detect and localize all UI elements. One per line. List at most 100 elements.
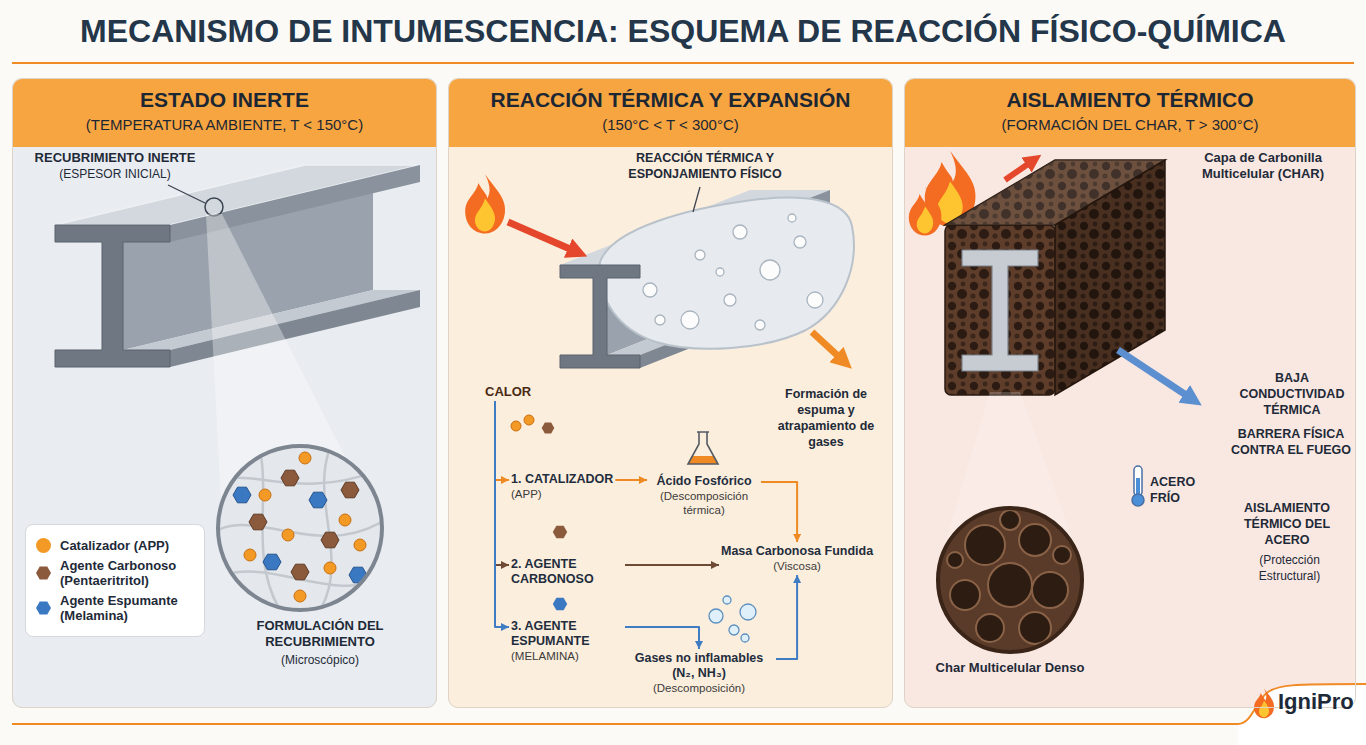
char-block: [1055, 160, 1165, 395]
legend-swatch: [36, 538, 51, 553]
micro-inset: [233, 487, 251, 503]
logo-flame: [1254, 689, 1274, 719]
label-slot: (Protección Estructural): [1232, 552, 1347, 584]
micro-inset: [354, 539, 366, 551]
logo-flame: [1254, 689, 1274, 719]
heat-flame: [465, 174, 505, 233]
heat-label: CALOR: [485, 384, 531, 399]
step-label: 1. CATALIZADOR(APP): [511, 472, 613, 501]
node-title: Ácido Fosfórico: [649, 474, 759, 489]
heat-flame: [465, 174, 838, 356]
char-inset: [1032, 572, 1068, 608]
property-note: (Protección Estructural): [1232, 552, 1347, 584]
flow-arrow: [495, 401, 509, 565]
label-slot: BARRERA FÍSICA CONTRA EL FUEGO: [1228, 426, 1354, 458]
label-slot: AISLAMIENTO TÉRMICO DEL ACERO: [1222, 500, 1352, 548]
panel-header: AISLAMIENTO TÉRMICO(FORMACIÓN DEL CHAR, …: [905, 79, 1355, 147]
legend-text: Agente Carbonoso (Pentaeritritol): [60, 558, 194, 588]
micro-inset: [218, 520, 385, 536]
foaming-beam: [643, 283, 657, 297]
char-block: [945, 225, 1055, 395]
label-slot: Capa de Carbonilla Multicelular (CHAR): [1178, 150, 1348, 182]
result-label: Masa Carbonosa Fundida(Viscosa): [721, 544, 873, 573]
foaming-beam: [655, 315, 665, 325]
node-note: (MELAMINA): [511, 649, 623, 663]
label-slot: BAJA CONDUCTIVIDAD TÉRMICA: [1232, 370, 1352, 418]
char-inset: [1019, 524, 1051, 556]
legend-text: Agente Espumante (Melamina): [60, 593, 194, 623]
micro-inset: [218, 446, 385, 610]
legend-swatch: [36, 601, 51, 616]
label-slot: RECUBRIMIENTO INERTE: [20, 150, 210, 166]
flow-arrow: [495, 401, 509, 627]
property-label: BARRERA FÍSICA CONTRA EL FUEGO: [1228, 426, 1354, 458]
steel-beam: [55, 225, 170, 367]
label-slot: ACERO FRÍO: [1150, 474, 1208, 506]
brand-logo: IgniPro: [1278, 689, 1362, 715]
node-title: 2. AGENTE CARBONOSO: [511, 557, 623, 587]
rule-line: [12, 62, 1354, 64]
flow-arrow: [776, 575, 797, 659]
gas-bubble: [709, 609, 723, 623]
temperature-label: ACERO FRÍO: [1150, 474, 1208, 506]
heat-flame: [812, 332, 838, 356]
micro-inset: [244, 452, 366, 602]
flow-arrow: [625, 564, 719, 566]
step-label: 2. AGENTE CARBONOSO: [511, 557, 623, 587]
panel-title: AISLAMIENTO TÉRMICO: [1007, 88, 1254, 112]
result-label: Ácido Fosfórico(Descomposición térmica): [649, 474, 759, 517]
legend-row: Catalizador (APP): [36, 538, 194, 553]
molecule-icon: [553, 526, 567, 538]
panel-ground: [12, 78, 437, 708]
steel-beam: [170, 290, 420, 367]
inset-label: Char Multicelular Denso: [935, 660, 1085, 676]
micro-inset: [249, 470, 359, 580]
legend-row: Agente Espumante (Melamina): [36, 593, 194, 623]
part-note: (ESPESOR INICIAL): [20, 166, 210, 182]
node-title: Masa Carbonosa Fundida: [721, 544, 873, 559]
micro-inset: [299, 452, 311, 464]
label-slot: FORMULACIÓN DEL RECUBRIMIENTO: [235, 618, 405, 650]
flask-icon: [688, 432, 718, 464]
panel-title: REACCIÓN TÉRMICA Y EXPANSIÓN: [491, 88, 851, 112]
legend-text: Catalizador (APP): [60, 538, 169, 553]
char-block: [1055, 160, 1165, 395]
panel-header: REACCIÓN TÉRMICA Y EXPANSIÓN(150°C < T <…: [449, 79, 892, 147]
foaming-beam: [807, 292, 823, 308]
foaming-beam: [724, 294, 736, 306]
flow-arrow: [495, 401, 509, 480]
rule-line: [1238, 684, 1366, 745]
gas-bubble: [729, 625, 739, 635]
char-block: [1118, 350, 1186, 395]
process-label: REACCIÓN TÉRMICA Y ESPONJAMIENTO FÍSICO: [625, 150, 785, 182]
label-slot: IgniPro: [1278, 689, 1362, 715]
micro-inset: [259, 489, 271, 501]
flow-arrow: [615, 479, 647, 481]
node-title: CALOR: [485, 384, 531, 399]
label-slot: (ESPESOR INICIAL): [20, 166, 210, 182]
label-slot: REACCIÓN TÉRMICA Y ESPONJAMIENTO FÍSICO: [625, 150, 785, 182]
molecule-icon: [553, 598, 567, 610]
label-slot: (Microscópico): [235, 652, 405, 668]
step-label: 3. AGENTE ESPUMANTE(MELAMINA): [511, 619, 623, 663]
micro-inset: [220, 470, 380, 484]
flask-icon: [688, 432, 718, 464]
legend-row: Agente Carbonoso (Pentaeritritol): [36, 558, 194, 588]
micro-inset: [291, 564, 309, 580]
molecule-icon: [524, 415, 534, 425]
micro-inset: [294, 590, 306, 602]
micro-inset: [341, 482, 359, 498]
node-note: (Viscosa): [721, 559, 873, 573]
property-label: BAJA CONDUCTIVIDAD TÉRMICA: [1232, 370, 1352, 418]
node-title: Gases no inflamables (N₂, NH₃): [624, 651, 774, 681]
heat-flame: [508, 222, 570, 249]
foaming-beam: [560, 187, 854, 368]
micro-inset: [249, 514, 267, 530]
panel-title: ESTADO INERTE: [140, 88, 309, 112]
label-slot: Char Multicelular Denso: [935, 660, 1085, 676]
char-inset: [1000, 510, 1020, 530]
panel-header: ESTADO INERTE(TEMPERATURA AMBIENTE, T < …: [13, 79, 436, 147]
char-block: [909, 187, 942, 236]
char-inset: [950, 580, 980, 610]
